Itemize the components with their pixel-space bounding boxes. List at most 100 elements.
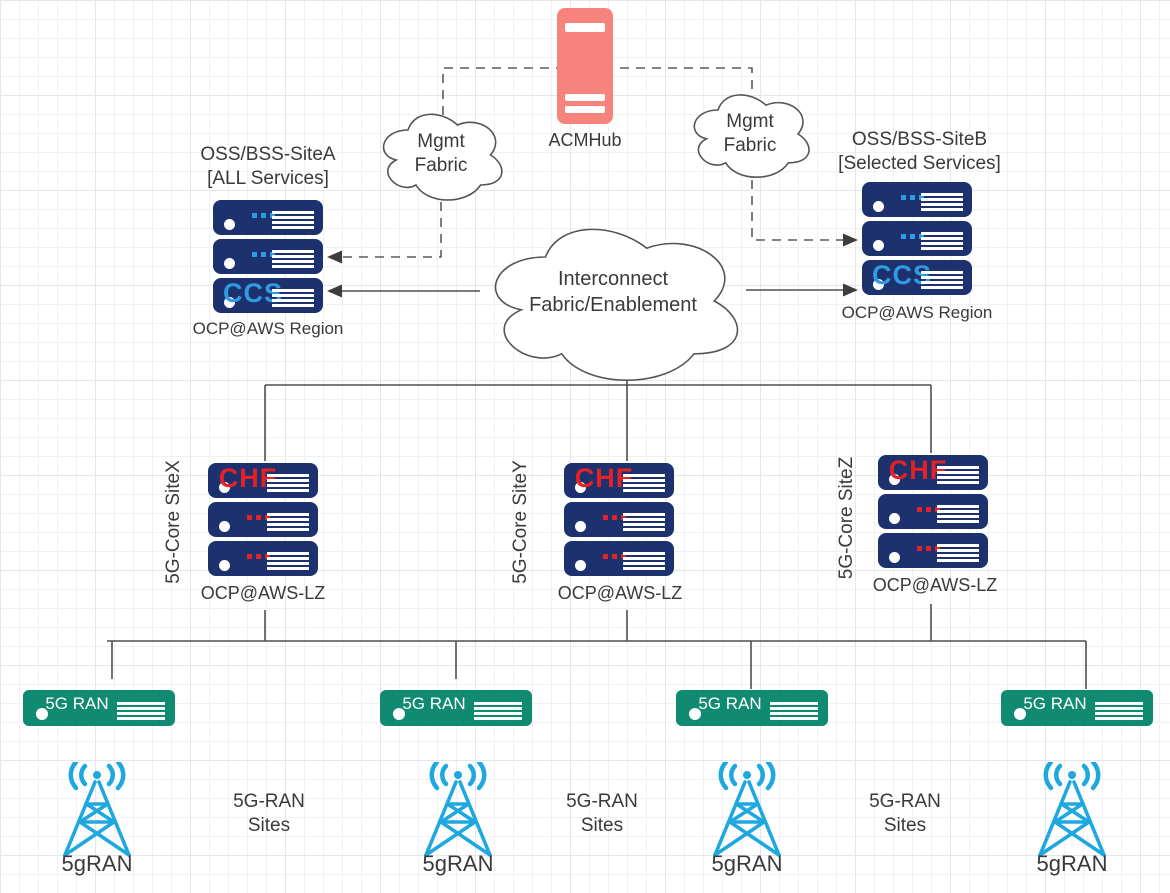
site-b-server-2[interactable] bbox=[862, 221, 972, 256]
vent-grill-icon bbox=[267, 513, 309, 531]
ellipsis-dots-icon bbox=[603, 554, 608, 559]
site-a-server-ccs[interactable]: CCS bbox=[213, 278, 323, 313]
led-dot-icon bbox=[889, 552, 900, 563]
core-sitez-server-3[interactable] bbox=[878, 533, 988, 568]
interconnect-fabric-cloud[interactable] bbox=[478, 213, 748, 389]
led-dot-icon bbox=[575, 521, 586, 532]
vent-grill-icon bbox=[937, 505, 979, 523]
core-sitey-server-3[interactable] bbox=[564, 541, 674, 576]
acmhub-label: ACMHub bbox=[548, 130, 622, 150]
server-slot-icon bbox=[565, 106, 605, 113]
tower-label-3: 5gRAN bbox=[711, 851, 783, 876]
core-sitez-platform-label: OCP@AWS-LZ bbox=[872, 575, 998, 595]
ran-node-label: 5G RAN bbox=[1023, 694, 1087, 713]
ellipsis-dots-icon bbox=[603, 515, 608, 520]
vent-grill-icon bbox=[921, 271, 963, 289]
chf-badge: CHF bbox=[574, 463, 634, 493]
radio-tower-icon[interactable] bbox=[702, 762, 792, 858]
arrowhead-right-icon bbox=[843, 233, 858, 247]
ran-node-1[interactable]: 5G RAN bbox=[23, 690, 175, 726]
ran-sites-label-2: 5G-RAN Sites bbox=[566, 791, 638, 836]
led-dot-icon bbox=[219, 560, 230, 571]
chf-badge: CHF bbox=[888, 455, 948, 485]
core-sitey-server-2[interactable] bbox=[564, 502, 674, 537]
ran-node-3[interactable]: 5G RAN bbox=[676, 690, 828, 726]
mgmt-fabric-left-cloud[interactable] bbox=[375, 105, 507, 205]
interconnect-fabric-label: Interconnect Fabric/Enablement bbox=[529, 268, 697, 316]
vent-grill-icon bbox=[272, 289, 314, 307]
core-sitez-server-2[interactable] bbox=[878, 494, 988, 529]
core-sitey-server-chf[interactable]: CHF bbox=[564, 463, 674, 498]
ellipsis-dots-icon bbox=[252, 213, 257, 218]
core-sitex-label: 5G-Core SiteX bbox=[163, 460, 184, 584]
site-a-server-1[interactable] bbox=[213, 200, 323, 235]
mgmt-fabric-right-label: Mgmt Fabric bbox=[723, 111, 777, 156]
vent-grill-icon bbox=[623, 513, 665, 531]
vent-grill-icon bbox=[921, 232, 963, 250]
led-dot-icon bbox=[1014, 708, 1026, 720]
ran-node-4[interactable]: 5G RAN bbox=[1001, 690, 1153, 726]
vent-grill-icon bbox=[267, 552, 309, 570]
dashed-mgmt-edges bbox=[341, 67, 844, 258]
led-dot-icon bbox=[873, 201, 884, 212]
vent-grill-icon bbox=[272, 211, 314, 229]
tower-label-4: 5gRAN bbox=[1036, 851, 1108, 876]
acmhub-server-icon[interactable] bbox=[557, 8, 613, 124]
led-dot-icon bbox=[224, 219, 235, 230]
radio-tower-icon[interactable] bbox=[413, 762, 503, 858]
vent-grill-icon bbox=[770, 702, 818, 720]
chf-badge: CHF bbox=[218, 463, 278, 493]
core-sitey-platform-label: OCP@AWS-LZ bbox=[557, 583, 683, 603]
core-sitez-server-chf[interactable]: CHF bbox=[878, 455, 988, 490]
led-dot-icon bbox=[575, 482, 586, 493]
led-dot-icon bbox=[889, 513, 900, 524]
vent-grill-icon bbox=[474, 702, 522, 720]
ellipsis-dots-icon bbox=[252, 252, 257, 257]
ellipsis-dots-icon bbox=[247, 554, 252, 559]
radio-tower-icon[interactable] bbox=[1027, 762, 1117, 858]
led-dot-icon bbox=[219, 521, 230, 532]
vent-grill-icon bbox=[921, 193, 963, 211]
mgmt-fabric-right-cloud[interactable] bbox=[686, 86, 814, 182]
site-a-platform-label: OCP@AWS Region bbox=[192, 319, 344, 338]
arrowheads bbox=[327, 233, 858, 298]
ran-sites-label-1: 5G-RAN Sites bbox=[233, 791, 305, 836]
site-b-server-1[interactable] bbox=[862, 182, 972, 217]
ran-node-label: 5G RAN bbox=[402, 694, 466, 713]
ran-node-label: 5G RAN bbox=[698, 694, 762, 713]
tower-label-2: 5gRAN bbox=[422, 851, 494, 876]
radio-tower-icon[interactable] bbox=[52, 762, 142, 858]
ellipsis-dots-icon bbox=[901, 195, 906, 200]
core-sitex-server-3[interactable] bbox=[208, 541, 318, 576]
core-sitex-server-chf[interactable]: CHF bbox=[208, 463, 318, 498]
led-dot-icon bbox=[689, 708, 701, 720]
server-slot-icon bbox=[565, 23, 605, 32]
site-b-server-ccs[interactable]: CCS bbox=[862, 260, 972, 295]
edge-mgmtright-siteb bbox=[751, 180, 844, 241]
vent-grill-icon bbox=[937, 544, 979, 562]
mgmt-fabric-left-label: Mgmt Fabric bbox=[414, 131, 468, 176]
site-a-server-2[interactable] bbox=[213, 239, 323, 274]
led-dot-icon bbox=[393, 708, 405, 720]
ran-node-2[interactable]: 5G RAN bbox=[380, 690, 532, 726]
ran-sites-label-3: 5G-RAN Sites bbox=[869, 791, 941, 836]
led-dot-icon bbox=[36, 708, 48, 720]
core-sitex-server-2[interactable] bbox=[208, 502, 318, 537]
led-dot-icon bbox=[219, 482, 230, 493]
led-dot-icon bbox=[224, 297, 235, 308]
ran-node-label: 5G RAN bbox=[45, 694, 109, 713]
led-dot-icon bbox=[889, 474, 900, 485]
led-dot-icon bbox=[575, 560, 586, 571]
site-b-platform-label: OCP@AWS Region bbox=[841, 303, 993, 322]
vent-grill-icon bbox=[937, 466, 979, 484]
vent-grill-icon bbox=[623, 474, 665, 492]
vent-grill-icon bbox=[117, 702, 165, 720]
led-dot-icon bbox=[224, 258, 235, 269]
ellipsis-dots-icon bbox=[917, 546, 922, 551]
ellipsis-dots-icon bbox=[901, 234, 906, 239]
solid-edges bbox=[107, 289, 1087, 689]
ellipsis-dots-icon bbox=[917, 507, 922, 512]
arrowhead-left-icon bbox=[327, 284, 342, 298]
